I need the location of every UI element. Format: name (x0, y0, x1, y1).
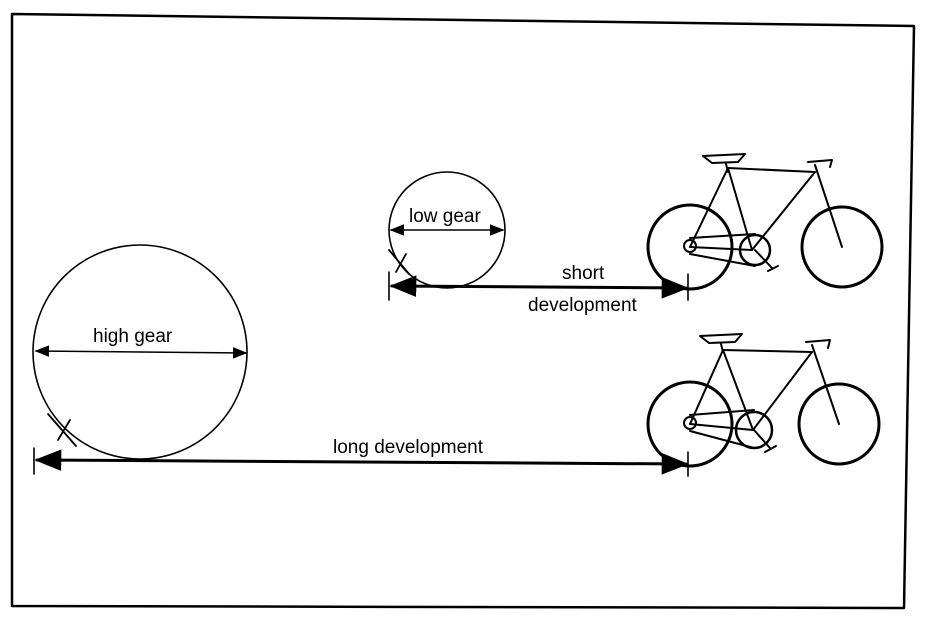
front-wheel (800, 205, 884, 289)
front-wheel (797, 382, 881, 466)
rear-wheel (646, 380, 734, 468)
rear-cog (683, 416, 697, 430)
short-development-arrow (388, 271, 689, 301)
development-label: development (528, 295, 638, 316)
low-gear-wheel (388, 171, 506, 289)
rear-cog (683, 239, 697, 253)
bicycle-high-gear (646, 333, 881, 468)
long-development-arrow (33, 447, 689, 477)
low-gear-label: low gear (409, 206, 481, 227)
high-gear-label: high gear (93, 326, 173, 347)
diagram-frame (10, 12, 916, 610)
rear-wheel (646, 203, 734, 291)
short-label: short (562, 263, 605, 284)
long-development-label: long development (333, 437, 484, 458)
bicycle-low-gear (646, 153, 884, 291)
high-gear-wheel (32, 244, 248, 460)
